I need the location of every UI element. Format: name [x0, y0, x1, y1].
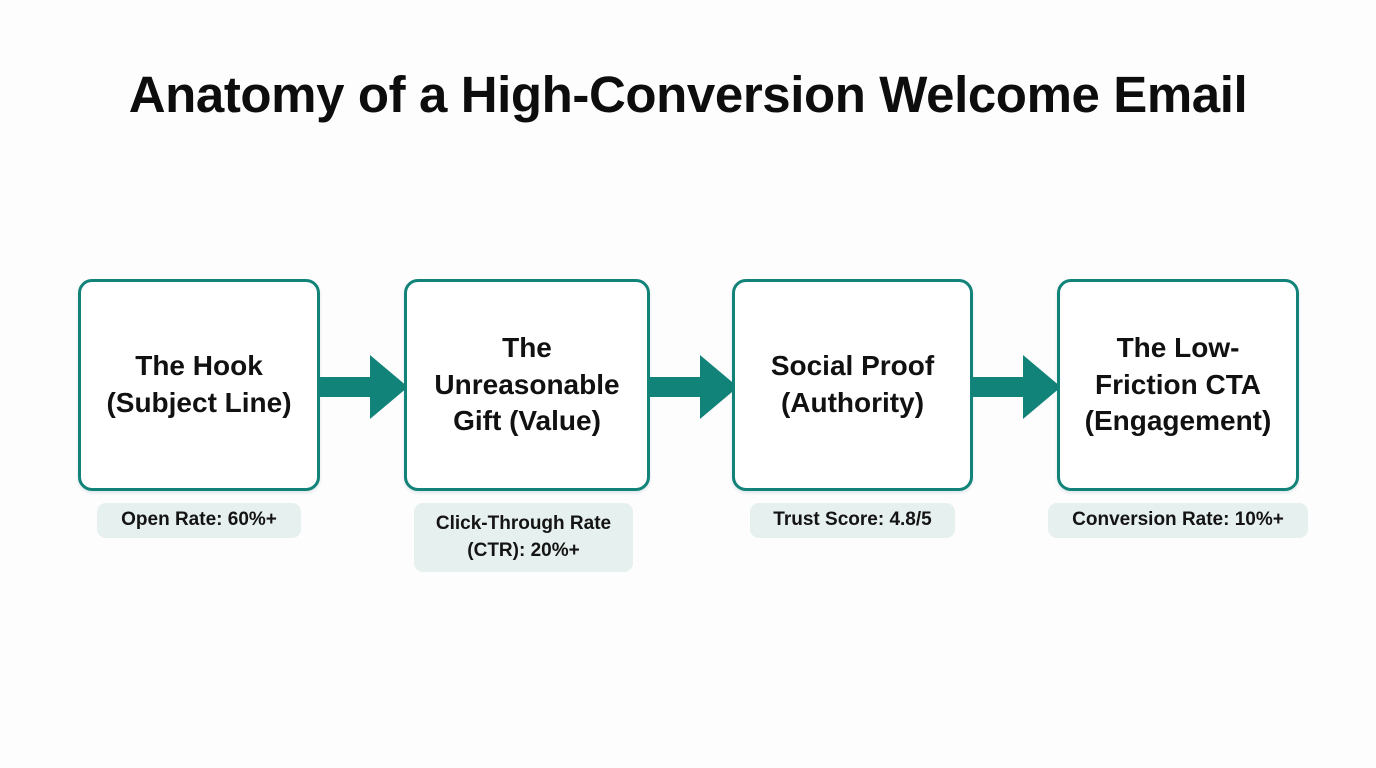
- right-arrow-icon: [650, 355, 738, 419]
- metric-chip-open-rate: Open Rate: 60%+: [97, 503, 301, 538]
- flow-diagram: The Hook (Subject Line) The Unreasonable…: [78, 279, 1299, 491]
- metric-chip-trust-score: Trust Score: 4.8/5: [750, 503, 955, 538]
- right-arrow-icon: [320, 355, 408, 419]
- flow-node-label: The Hook (Subject Line): [106, 350, 292, 418]
- right-arrow-icon: [973, 355, 1061, 419]
- metric-chip-conversion-rate: Conversion Rate: 10%+: [1048, 503, 1308, 538]
- flow-node-unreasonable-gift[interactable]: The Unreasonable Gift (Value): [404, 279, 650, 491]
- flow-node-low-friction-cta[interactable]: The Low- Friction CTA (Engagement): [1057, 279, 1299, 491]
- flow-node-the-hook[interactable]: The Hook (Subject Line): [78, 279, 320, 491]
- page-title: Anatomy of a High-Conversion Welcome Ema…: [128, 66, 1248, 123]
- flow-node-label: The Low- Friction CTA (Engagement): [1084, 331, 1272, 437]
- flow-node-label: Social Proof (Authority): [770, 350, 935, 418]
- flow-node-label: The Unreasonable Gift (Value): [434, 331, 620, 437]
- flow-node-social-proof[interactable]: Social Proof (Authority): [732, 279, 973, 491]
- metric-chip-click-through-rate: Click-Through Rate (CTR): 20%+: [414, 503, 633, 572]
